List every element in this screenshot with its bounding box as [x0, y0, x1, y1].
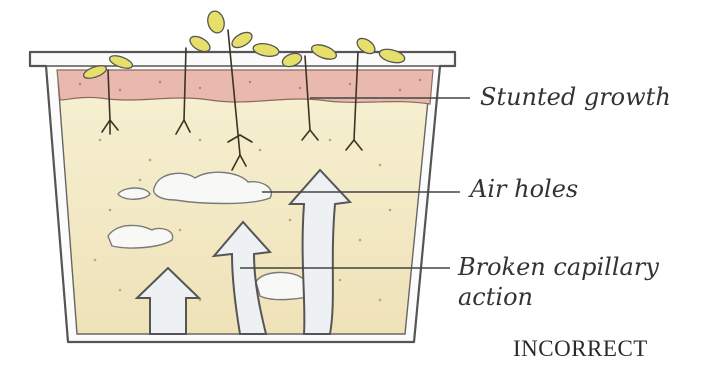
- label-broken-capillary-line1: Broken capillary: [458, 252, 659, 282]
- verdict-label: INCORRECT: [513, 336, 648, 362]
- label-stunted-growth: Stunted growth: [480, 82, 671, 112]
- topsoil-layer: [57, 70, 433, 104]
- label-air-holes: Air holes: [470, 174, 578, 204]
- label-broken-capillary-line2: action: [458, 282, 533, 312]
